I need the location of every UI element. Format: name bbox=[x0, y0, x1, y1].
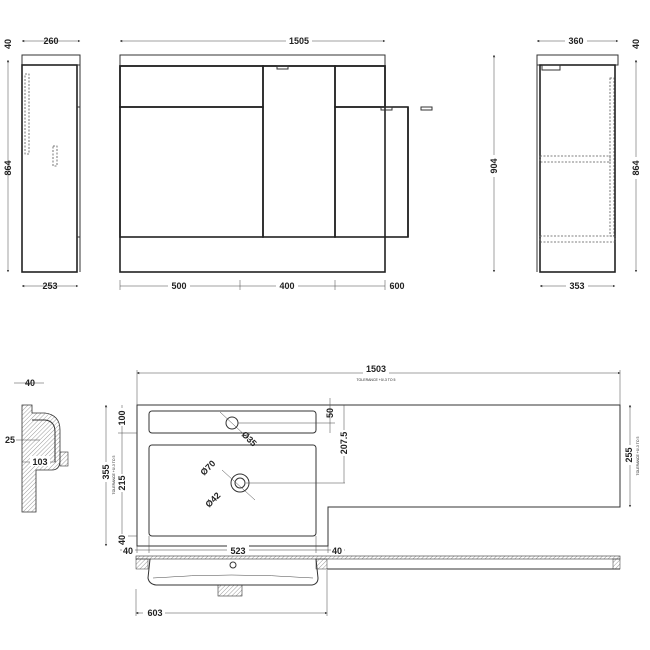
dim-front-width: 1505 bbox=[289, 36, 309, 46]
worktop-front bbox=[119, 54, 386, 67]
depth-tolerance: TOLERANCE +0/-3 TO 5 bbox=[112, 455, 116, 494]
dim-side-top: 360 bbox=[568, 36, 583, 46]
shelf-tolerance: TOLERANCE +0/-3 TO 5 bbox=[636, 436, 640, 475]
waste-inner bbox=[234, 477, 246, 489]
bowl-profile bbox=[147, 558, 319, 586]
basin-elevation-view: 603 bbox=[135, 555, 621, 618]
dim-side-height: 864 bbox=[631, 160, 641, 175]
dim-back-margin: 100 bbox=[117, 410, 127, 425]
dim-side-thickness: 40 bbox=[631, 39, 641, 49]
hidden-handle bbox=[52, 145, 58, 167]
dim-depth: 355 bbox=[101, 464, 111, 479]
cabinet-front bbox=[119, 65, 386, 273]
worktop-side bbox=[536, 54, 619, 66]
dim-side-height: 864 bbox=[3, 160, 13, 175]
worktop-edge bbox=[135, 555, 621, 560]
basin-plan-view: Ø35 Ø70 Ø42 1503 TOLERANCE +0/-3 TO 5 35… bbox=[100, 364, 640, 556]
right-side-view: 360 864 40 353 bbox=[536, 35, 642, 291]
dim-bowl-width: 523 bbox=[230, 546, 245, 556]
dim-section-2: 400 bbox=[279, 281, 294, 291]
hidden-shelf bbox=[539, 155, 611, 163]
dim-section-1: 500 bbox=[171, 281, 186, 291]
dim-depth: 25 bbox=[5, 435, 15, 445]
tap-deck bbox=[148, 410, 317, 434]
handle-icon bbox=[420, 106, 433, 111]
dim-front-margin: 40 bbox=[117, 535, 127, 545]
length-tolerance: TOLERANCE +0/-3 TO 5 bbox=[356, 378, 395, 382]
waste-inner-dia: Ø42 bbox=[203, 490, 222, 509]
handle-icon bbox=[276, 65, 289, 70]
hidden-handle bbox=[24, 73, 30, 155]
dim-rim: 40 bbox=[25, 378, 35, 388]
cabinet-side bbox=[539, 64, 616, 273]
dim-side-top: 260 bbox=[43, 36, 58, 46]
dim-right-margin: 40 bbox=[332, 546, 342, 556]
basin-section-view: 40 25 103 bbox=[5, 378, 69, 513]
dim-front-height: 904 bbox=[489, 158, 499, 173]
door-center bbox=[262, 65, 336, 238]
dim-length: 1503 bbox=[366, 364, 386, 374]
dim-bowl: 103 bbox=[32, 457, 47, 467]
left-side-view: 260 864 40 253 bbox=[3, 36, 81, 291]
dim-section-3: 600 bbox=[389, 281, 404, 291]
front-view: 1505 904 500 400 600 bbox=[119, 35, 500, 291]
door-right-1 bbox=[334, 106, 409, 238]
dim-elevation-width: 603 bbox=[147, 608, 162, 618]
dim-waste-offset: 207.5 bbox=[339, 432, 349, 455]
waste-outlet bbox=[217, 584, 243, 597]
tap-hole bbox=[229, 561, 237, 569]
door-left bbox=[119, 106, 264, 238]
tap-hole-dia: Ø35 bbox=[240, 429, 259, 448]
dim-shelf-depth: 255 bbox=[624, 447, 634, 462]
worktop-side bbox=[21, 54, 81, 66]
dim-side-thickness: 40 bbox=[3, 39, 13, 49]
dim-bowl-depth: 215 bbox=[117, 475, 127, 490]
bowl bbox=[148, 444, 317, 537]
hidden-shelf bbox=[539, 235, 616, 243]
dim-side-bottom: 353 bbox=[569, 281, 584, 291]
dim-left-margin: 40 bbox=[123, 546, 133, 556]
drawer-left bbox=[119, 65, 264, 108]
handle-icon bbox=[380, 106, 393, 111]
drawer-right bbox=[334, 65, 386, 108]
dim-side-bottom: 253 bbox=[42, 281, 57, 291]
basin-top-outline bbox=[136, 404, 621, 547]
cabinet-side bbox=[21, 64, 78, 273]
waste-outer-dia: Ø70 bbox=[198, 458, 217, 477]
dim-tap-offset: 50 bbox=[325, 408, 335, 418]
